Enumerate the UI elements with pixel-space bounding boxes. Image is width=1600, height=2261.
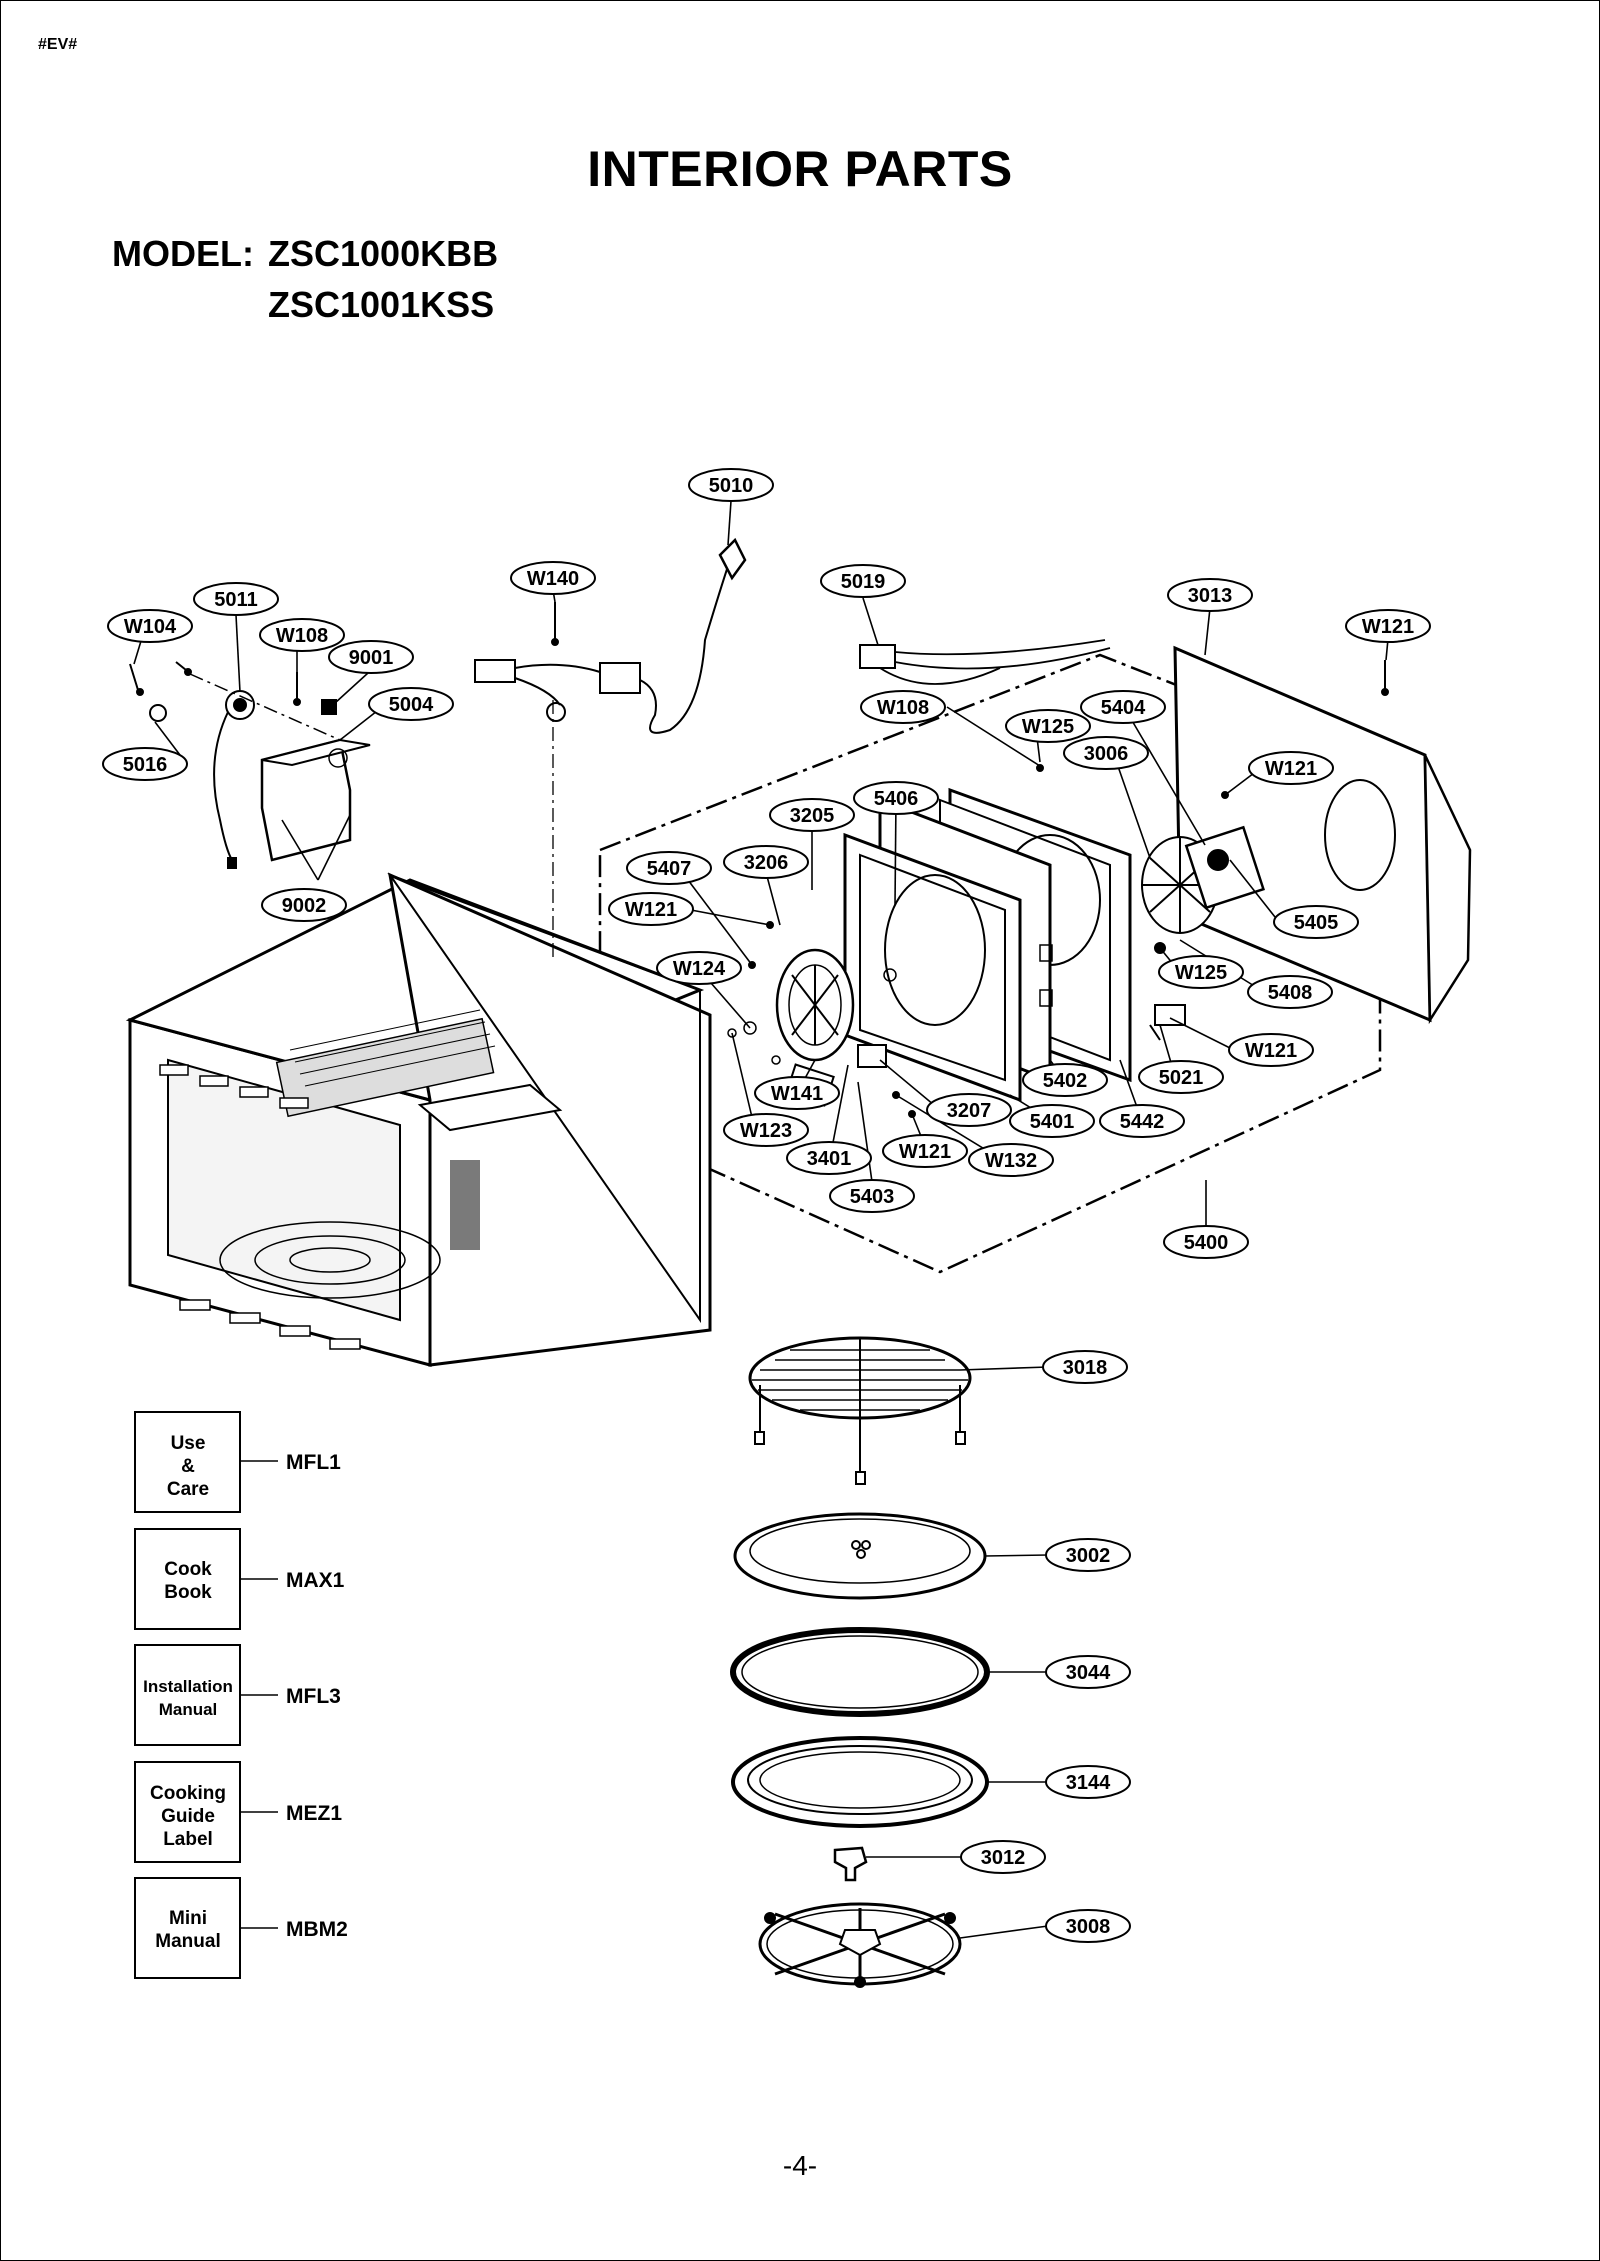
doc-label: Care: [167, 1479, 209, 1500]
glass-tray-drawing: [733, 1512, 987, 1600]
callout-w121-right: W121: [1245, 1040, 1297, 1062]
callout-5019: 5019: [841, 571, 886, 593]
callout-3206: 3206: [744, 852, 789, 874]
callout-3013: 3013: [1188, 585, 1233, 607]
document-list: Use & Care Cook Book Installation Manual…: [134, 1411, 348, 1979]
callout-3144: 3144: [1066, 1772, 1111, 1794]
doc-label: Mini: [169, 1908, 207, 1929]
doc-box-use-care: [134, 1411, 241, 1513]
page-title: INTERIOR PARTS: [587, 141, 1013, 197]
callout-5404: 5404: [1101, 697, 1146, 719]
callout-3008: 3008: [1066, 1916, 1111, 1938]
doc-code-mbm2: MBM2: [286, 1918, 348, 1941]
roller-guide-drawing: [758, 1902, 962, 1988]
doc-label: Guide: [161, 1806, 215, 1827]
callout-w141: W141: [771, 1083, 823, 1105]
callout-w121-bottom: W121: [899, 1141, 951, 1163]
callout-w140: W140: [527, 568, 579, 590]
doc-code-max1: MAX1: [286, 1569, 345, 1592]
wiring-drawing: [474, 537, 1111, 960]
callout-3002: 3002: [1066, 1545, 1111, 1567]
callout-w125-top: W125: [1022, 716, 1074, 738]
doc-label: Book: [164, 1582, 212, 1603]
callout-5402: 5402: [1043, 1070, 1088, 1092]
callout-5407: 5407: [647, 858, 692, 880]
callout-w121-mid: W121: [1265, 758, 1317, 780]
callout-w125-right: W125: [1175, 962, 1227, 984]
callout-5405: 5405: [1294, 912, 1339, 934]
oven-cavity-drawing: [125, 872, 712, 1367]
callout-5401: 5401: [1030, 1111, 1075, 1133]
model-label: MODEL:: [112, 233, 254, 274]
callout-w121-top: W121: [1362, 616, 1414, 638]
callout-5403: 5403: [850, 1186, 895, 1208]
doc-label: &: [181, 1456, 195, 1477]
callout-5010: 5010: [709, 475, 754, 497]
callout-3012: 3012: [981, 1847, 1026, 1869]
doc-code-mfl1: MFL1: [286, 1451, 341, 1474]
ring-drawing: [730, 1627, 990, 1717]
callout-3044: 3044: [1066, 1662, 1111, 1684]
callout-5400: 5400: [1184, 1232, 1229, 1254]
callout-w124: W124: [673, 958, 726, 980]
doc-box-mini-manual: [134, 1877, 241, 1979]
callout-w104: W104: [124, 616, 177, 638]
callout-5442: 5442: [1120, 1111, 1165, 1133]
leader-lines: [133, 500, 1389, 1939]
doc-code-mez1: MEZ1: [286, 1802, 342, 1825]
callout-5011: 5011: [214, 589, 257, 611]
callout-3207: 3207: [947, 1100, 992, 1122]
doc-label: Installation: [143, 1677, 233, 1696]
doc-label: Manual: [155, 1931, 220, 1952]
callout-5408: 5408: [1268, 982, 1313, 1004]
document-code: #EV#: [38, 36, 78, 53]
callout-w121-left: W121: [625, 899, 677, 921]
rear-cover-drawing: [1173, 645, 1472, 1025]
doc-box-cook-book: [134, 1528, 241, 1630]
callout-w108-left: W108: [276, 625, 328, 647]
page-number: -4-: [782, 2150, 818, 2181]
callout-3401: 3401: [807, 1148, 852, 1170]
doc-box-installation-manual: [134, 1644, 241, 1746]
doc-code-mfl3: MFL3: [286, 1685, 341, 1708]
callout-5016: 5016: [123, 754, 168, 776]
assembly-group-outline: [598, 653, 1382, 1274]
roller-ring-drawing: [731, 1736, 989, 1828]
doc-label: Cook: [164, 1559, 212, 1580]
callout-3205: 3205: [790, 805, 835, 827]
callout-9001: 9001: [349, 647, 394, 669]
callout-5004: 5004: [389, 694, 434, 716]
callout-w108-right: W108: [877, 697, 929, 719]
callout-3006: 3006: [1084, 743, 1129, 765]
callout-w132: W132: [985, 1150, 1037, 1172]
doc-label: Label: [163, 1829, 213, 1850]
model-number-2: ZSC1001KSS: [268, 284, 495, 325]
callout-5021: 5021: [1159, 1067, 1204, 1089]
doc-label: Manual: [159, 1700, 218, 1719]
doc-label: Use: [171, 1433, 206, 1454]
doc-label: Cooking: [150, 1783, 226, 1804]
callout-ellipses: [102, 468, 1431, 1943]
rack-drawing: [748, 1336, 972, 1485]
doc-box-cooking-guide-label: [134, 1761, 241, 1863]
callout-5406: 5406: [874, 788, 919, 810]
coupler-drawing: [833, 1846, 868, 1882]
model-number-1: ZSC1000KBB: [268, 233, 499, 274]
callout-w123: W123: [740, 1120, 792, 1142]
callout-9002: 9002: [282, 895, 327, 917]
callout-3018: 3018: [1063, 1357, 1108, 1379]
